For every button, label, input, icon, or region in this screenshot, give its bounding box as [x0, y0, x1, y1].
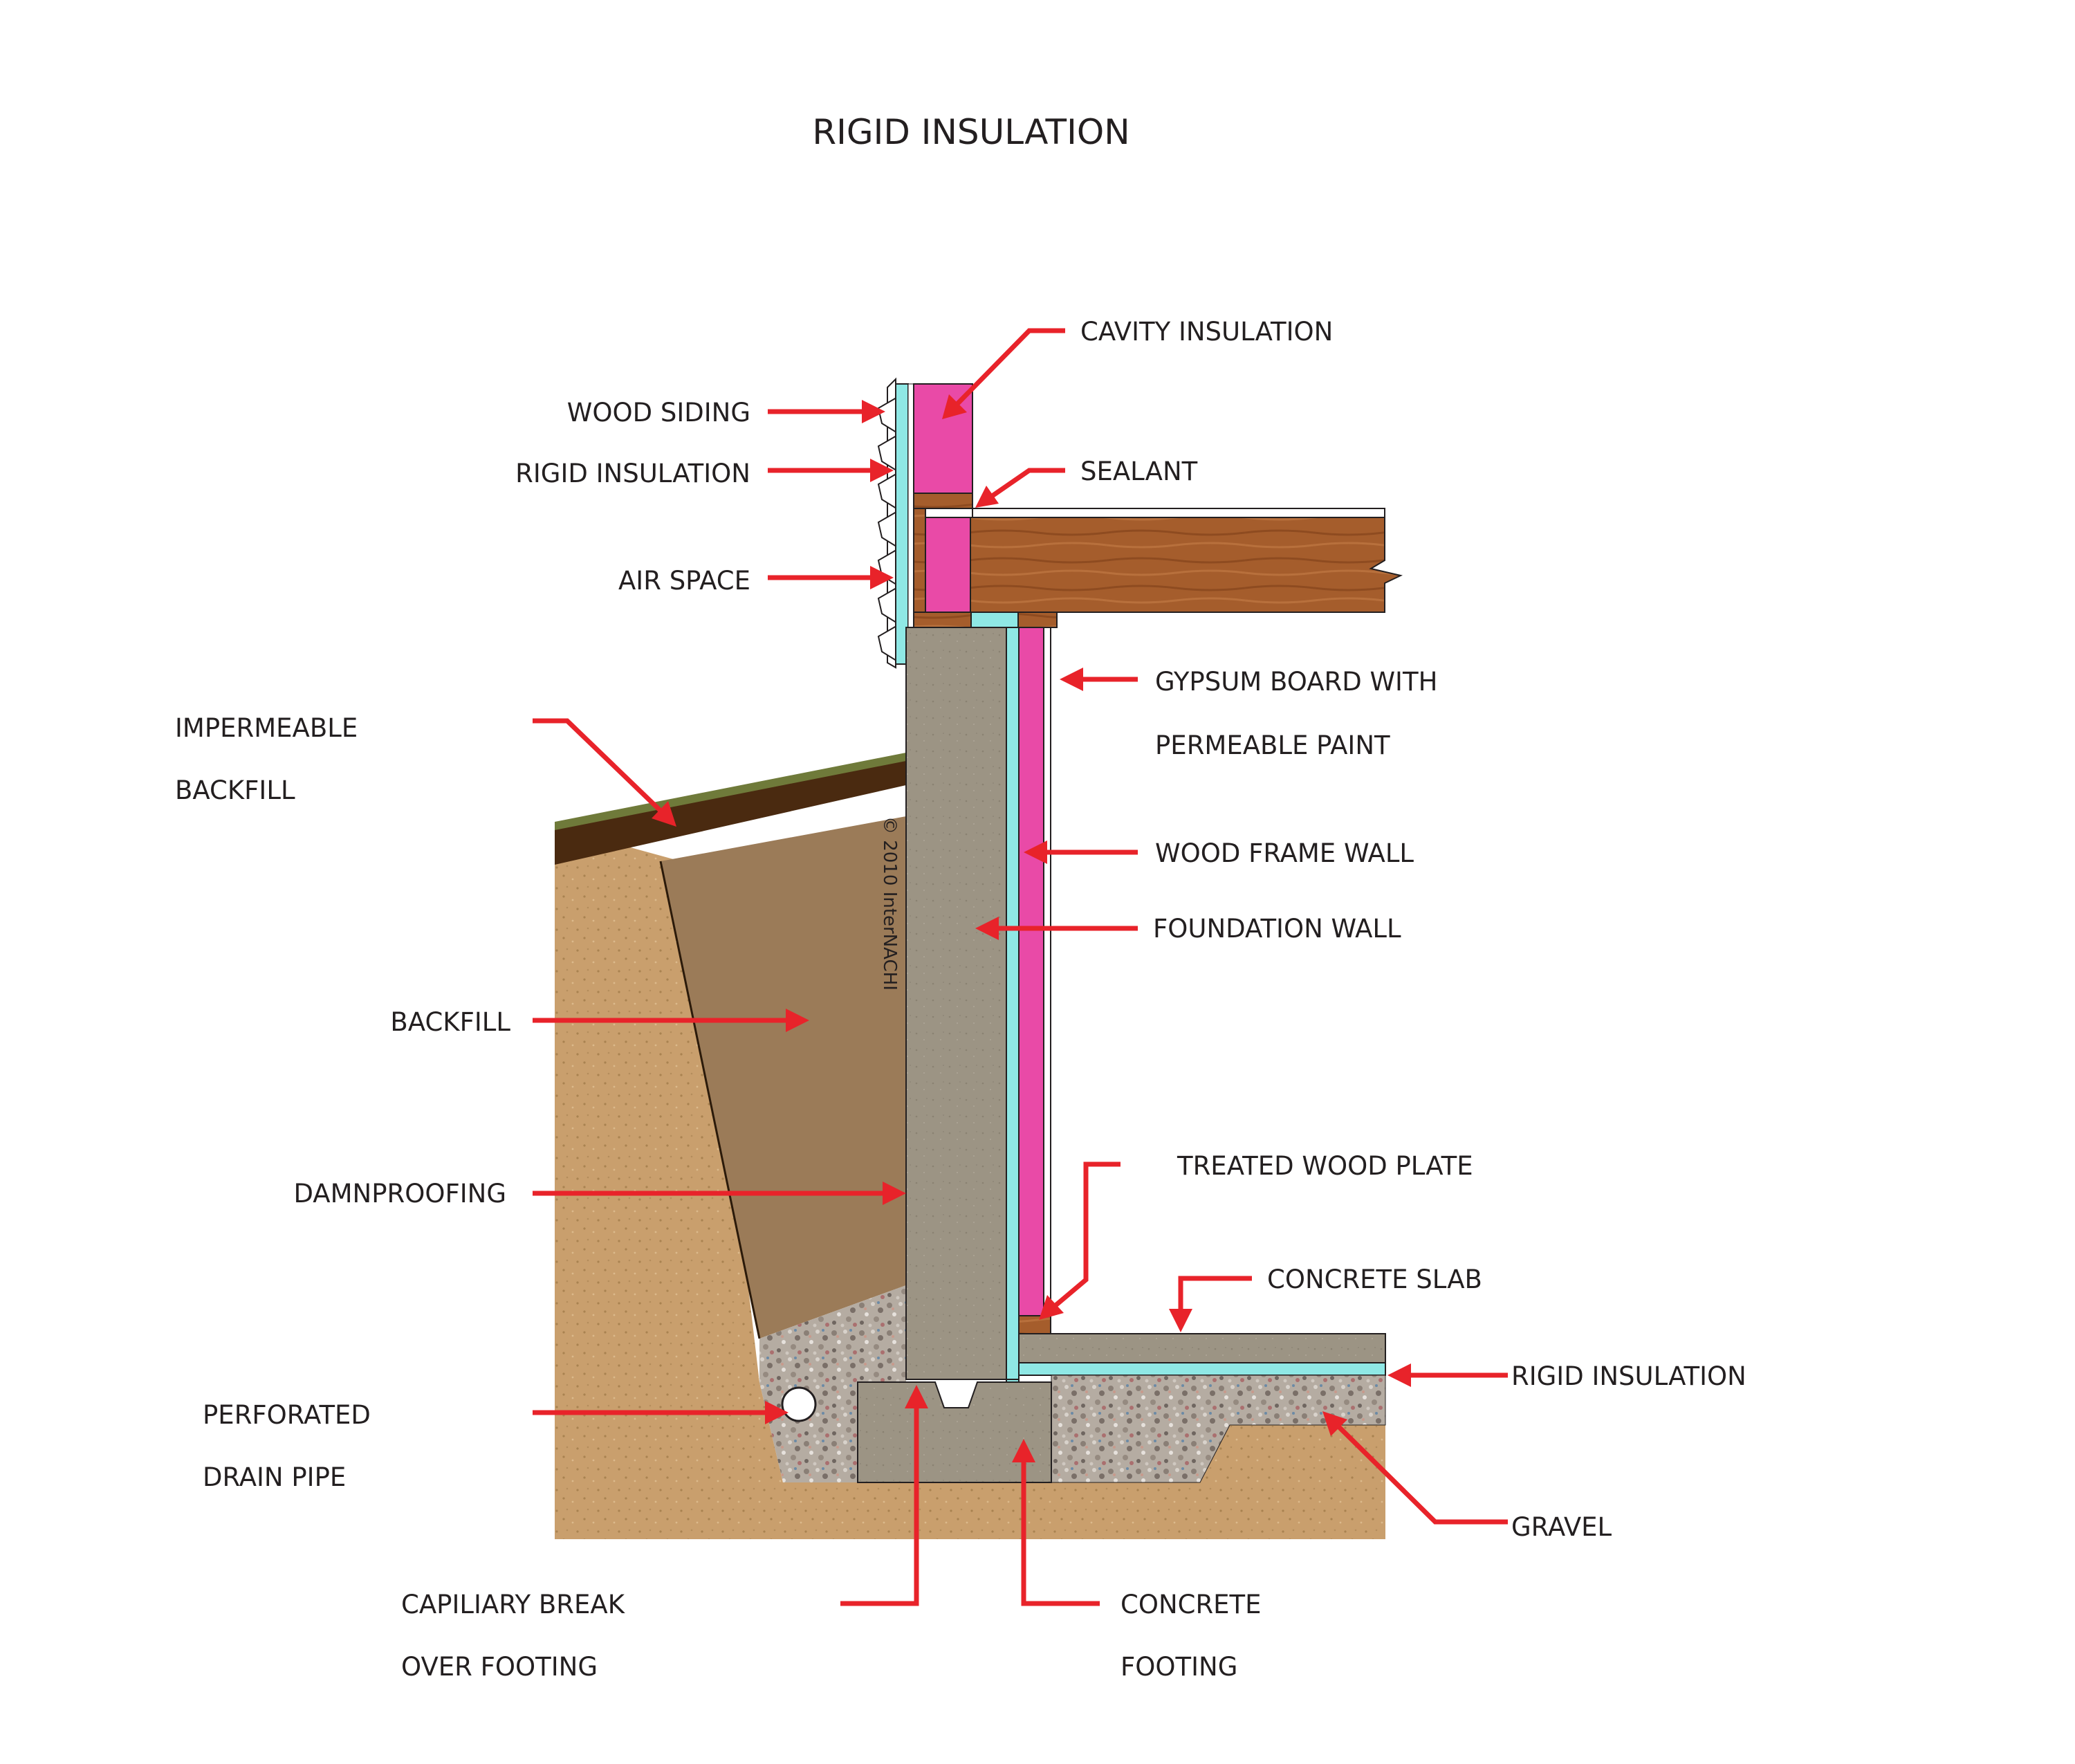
wood-frame-wall-shape: [1018, 627, 1044, 1316]
impermeable-backfill-layer: [555, 759, 906, 865]
label-perforated-drain-pipe: PERFORATED DRAIN PIPE: [203, 1400, 379, 1492]
gypsum-board-shape: [1043, 627, 1051, 1316]
leader-rigid-insulation-slab: [1387, 1363, 1508, 1387]
cross-section-drawing: © 2010 InterNACHI: [555, 377, 1403, 1539]
label-treated-wood-plate: TREATED WOOD PLATE: [1177, 1151, 1473, 1181]
rigid-insulation-wall-shape: [895, 383, 909, 665]
leader-concrete-footing: [1012, 1439, 1100, 1606]
interior-rigid-insulation: [1006, 627, 1020, 1380]
label-foundation-wall: FOUNDATION WALL: [1153, 914, 1401, 944]
label-rigid-insulation-slab: RIGID INSULATION: [1511, 1361, 1746, 1391]
floor-joist: [970, 517, 1403, 613]
label-cavity-insulation: CAVITY INSULATION: [1080, 317, 1333, 347]
native-soil: [555, 827, 1385, 1539]
label-damnproofing: DAMNPROOFING: [293, 1179, 506, 1209]
leader-foundation-wall: [975, 917, 1138, 940]
backfill-fill: [661, 816, 906, 1339]
page-title: RIGID INSULATION: [812, 112, 1129, 152]
leader-perforated-drain-pipe: [533, 1401, 788, 1424]
label-rigid-insulation-top: RIGID INSULATION: [515, 459, 750, 488]
rim-joist-left: [913, 508, 926, 613]
foundation-wall-shape: [905, 627, 1007, 1380]
treated-wood-plate-shape: [1018, 1315, 1051, 1334]
backfill-boundary: [659, 861, 761, 1339]
top-plate: [1017, 612, 1058, 628]
label-impermeable-backfill: IMPERMEABLE BACKFILL: [175, 713, 366, 805]
sill-plate-bottom: [913, 612, 973, 628]
leader-concrete-slab: [1169, 1276, 1252, 1332]
drain-gravel: [759, 1285, 906, 1482]
concrete-slab-shape: [1018, 1333, 1386, 1363]
label-backfill: BACKFILL: [390, 1007, 510, 1037]
leader-wood-frame-wall: [1024, 840, 1138, 864]
grass-strip: [555, 753, 906, 830]
leader-wood-siding: [768, 400, 885, 423]
label-sealant: SEALANT: [1080, 457, 1198, 486]
sill-plate-top: [913, 493, 973, 509]
label-capillary-break: CAPILIARY BREAK OVER FOOTING: [401, 1590, 633, 1682]
label-concrete-slab: CONCRETE SLAB: [1267, 1265, 1482, 1294]
label-concrete-footing: CONCRETE FOOTING: [1120, 1590, 1269, 1682]
label-air-space: AIR SPACE: [618, 566, 750, 596]
wood-siding-shape: [877, 377, 897, 669]
leader-gravel: [1322, 1411, 1508, 1525]
air-space-gap: [907, 383, 914, 665]
copyright-text: © 2010 InterNACHI: [879, 816, 900, 991]
leader-rigid-insulation-top: [768, 459, 894, 482]
leader-impermeable-backfill: [533, 718, 676, 827]
leader-cavity-insulation: [942, 328, 1065, 419]
leader-sealant: [975, 468, 1065, 508]
rigid-insulation-top-strip: [970, 612, 1019, 628]
leader-capillary-break: [840, 1385, 928, 1606]
cavity-insulation-upper-shape: [913, 383, 973, 494]
leader-treated-wood-plate: [1039, 1161, 1120, 1320]
perforated-drain-pipe-shape: [781, 1386, 817, 1422]
subfloor: [972, 508, 1385, 518]
leader-air-space: [768, 566, 894, 589]
label-gravel: GRAVEL: [1511, 1512, 1612, 1542]
leader-gypsum-board: [1060, 668, 1138, 691]
label-wood-frame-wall: WOOD FRAME WALL: [1155, 838, 1414, 868]
leader-backfill: [533, 1009, 809, 1032]
label-gypsum-board: GYPSUM BOARD WITH PERMEABLE PAINT: [1155, 667, 1446, 760]
label-wood-siding: WOOD SIDING: [567, 398, 750, 428]
cavity-insulation-lower-shape: [925, 517, 971, 613]
leaders: [533, 328, 1508, 1606]
leader-damnproofing: [533, 1182, 906, 1205]
